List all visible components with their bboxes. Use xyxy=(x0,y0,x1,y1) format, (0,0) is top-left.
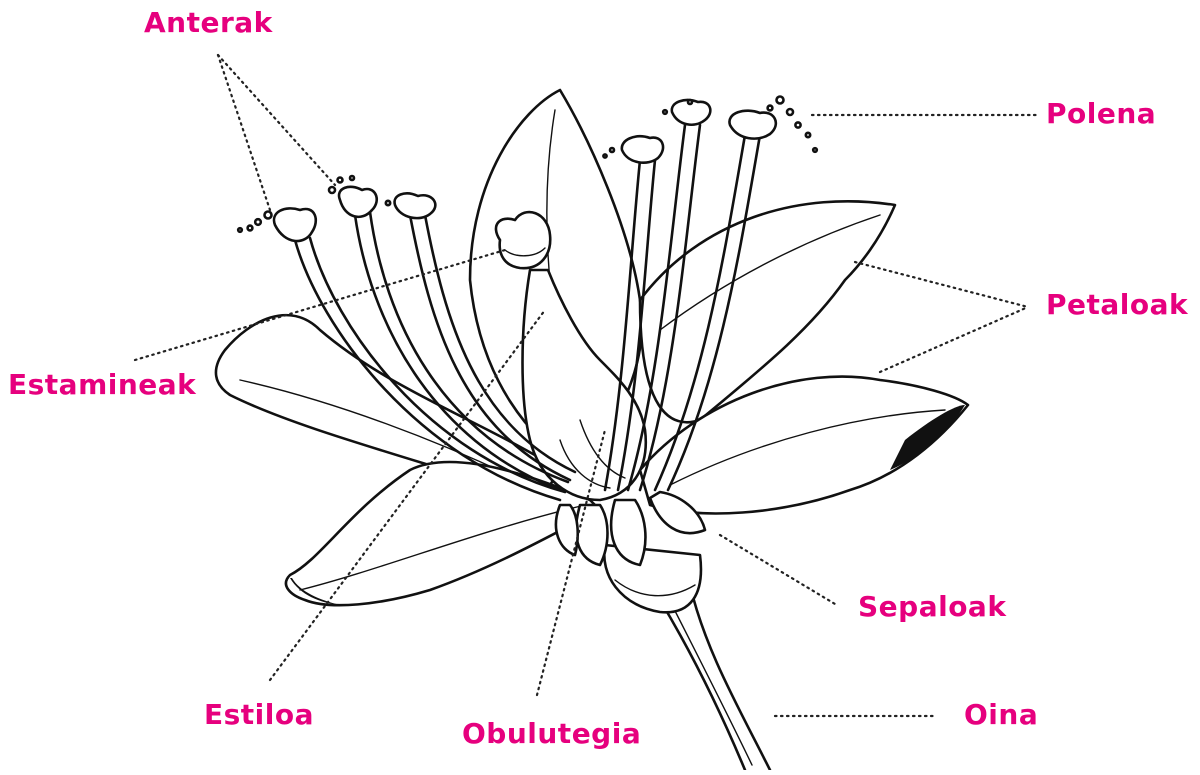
label-estiloa: Estiloa xyxy=(204,698,314,732)
label-polena: Polena xyxy=(1046,97,1156,131)
style-stigma xyxy=(496,212,550,268)
label-oina: Oina xyxy=(964,698,1038,732)
label-sepaloak: Sepaloak xyxy=(858,590,1006,624)
label-anterak: Anterak xyxy=(144,6,273,40)
stem xyxy=(660,585,770,770)
label-petaloak: Petaloak xyxy=(1046,288,1188,322)
receptacle xyxy=(604,545,701,612)
petal-left-lower xyxy=(286,462,600,605)
label-obulutegia: Obulutegia xyxy=(462,717,641,751)
label-estamineak: Estamineak xyxy=(8,368,196,402)
